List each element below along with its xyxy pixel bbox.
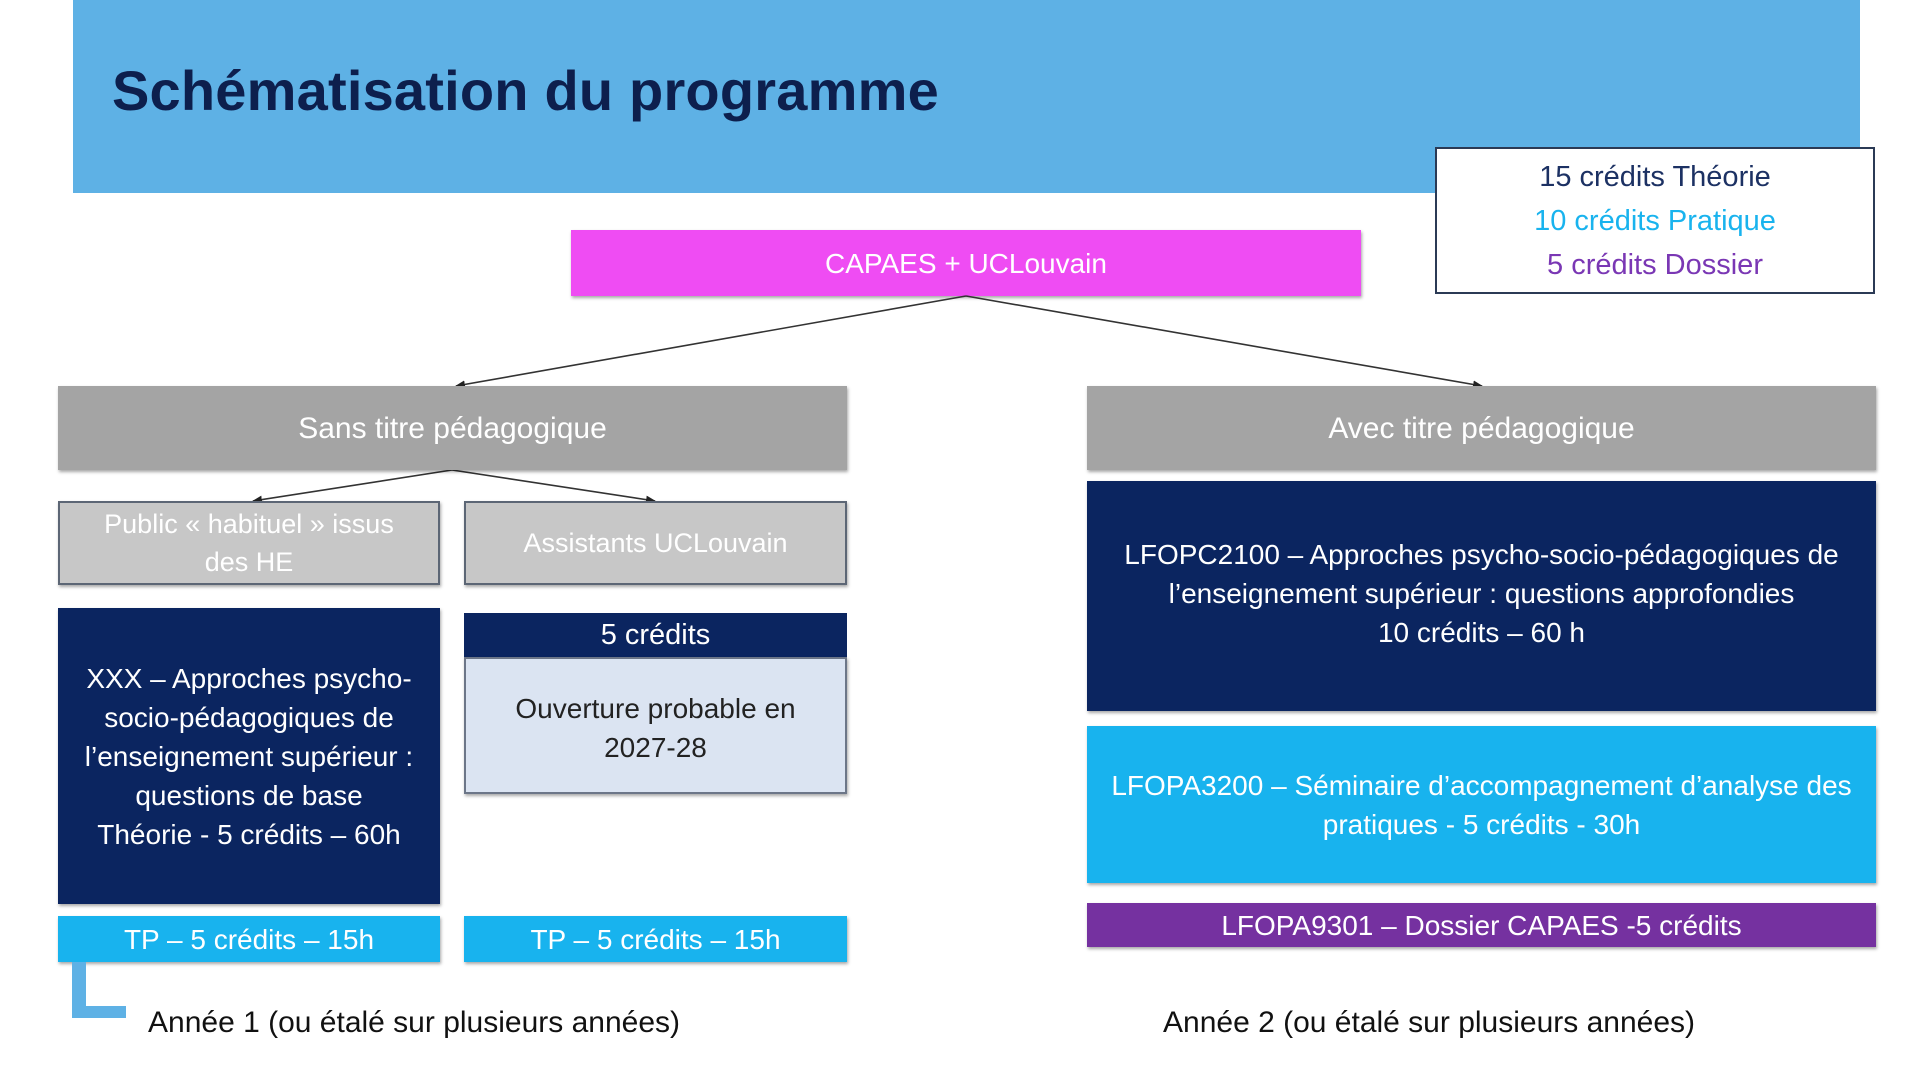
arrow-root-to-right (965, 295, 1483, 389)
arrow-root-to-left (455, 295, 967, 389)
sub-public-habituel: Public « habituel » issus des HE (58, 501, 440, 585)
ouverture-probable: Ouverture probable en 2027-28 (464, 657, 847, 794)
arrow-left-to-assistants (451, 469, 656, 504)
branch-sans-titre: Sans titre pédagogique (58, 386, 847, 470)
course-lfopa9301: LFOPA9301 – Dossier CAPAES -5 crédits (1087, 903, 1876, 947)
xxx-line-5: Théorie - 5 crédits – 60h (97, 818, 401, 850)
legend-dossier: 5 crédits Dossier (1547, 248, 1763, 281)
course-lfopa3200: LFOPA3200 – Séminaire d’accompagnement d… (1087, 726, 1876, 883)
credits-legend: 15 crédits Théorie 10 crédits Pratique 5… (1435, 147, 1875, 294)
legend-practice: 10 crédits Pratique (1534, 204, 1776, 237)
course-lfopc2100: LFOPC2100 – Approches psycho-socio-pédag… (1087, 481, 1876, 711)
lfopc-line-1: LFOPC2100 – Approches psycho-socio-pédag… (1124, 539, 1839, 570)
lfopa3200-line-1: LFOPA3200 – Séminaire d’accompagnement d… (1111, 769, 1852, 801)
xxx-line-4: questions de base (135, 779, 363, 811)
year-2-caption: Année 2 (ou étalé sur plusieurs années) (1163, 1006, 1696, 1039)
legend-theory: 15 crédits Théorie (1539, 160, 1771, 193)
xxx-line-2: socio-pédagogiques de (104, 701, 394, 733)
page-title: Schématisation du programme (112, 59, 939, 122)
sub-assistants-uclouvain: Assistants UCLouvain (464, 501, 847, 585)
root-node-capaes: CAPAES + UCLouvain (571, 230, 1361, 296)
public-line-2: des HE (204, 547, 294, 577)
credits-header-5: 5 crédits (464, 613, 847, 657)
tp-public: TP – 5 crédits – 15h (58, 916, 440, 962)
year-bracket-icon (72, 962, 126, 1018)
lfopa3200-line-2: pratiques - 5 crédits - 30h (1322, 808, 1641, 840)
lfopc-line-3: 10 crédits – 60 h (1377, 617, 1586, 648)
public-line-1: Public « habituel » issus (104, 509, 394, 539)
xxx-line-3: l’enseignement supérieur : (84, 740, 414, 772)
lfopc-line-2: l’enseignement supérieur : questions app… (1168, 578, 1795, 609)
arrow-left-to-public (252, 469, 453, 504)
year-1-caption: Année 1 (ou étalé sur plusieurs années) (148, 1006, 681, 1039)
xxx-line-1: XXX – Approches psycho- (86, 662, 412, 694)
tp-assistants: TP – 5 crédits – 15h (464, 916, 847, 962)
ouverture-line-2: 2027-28 (604, 732, 707, 763)
course-xxx-base: XXX – Approches psycho- socio-pédagogiqu… (58, 608, 440, 904)
branch-avec-titre: Avec titre pédagogique (1087, 386, 1876, 470)
ouverture-line-1: Ouverture probable en (515, 693, 796, 724)
